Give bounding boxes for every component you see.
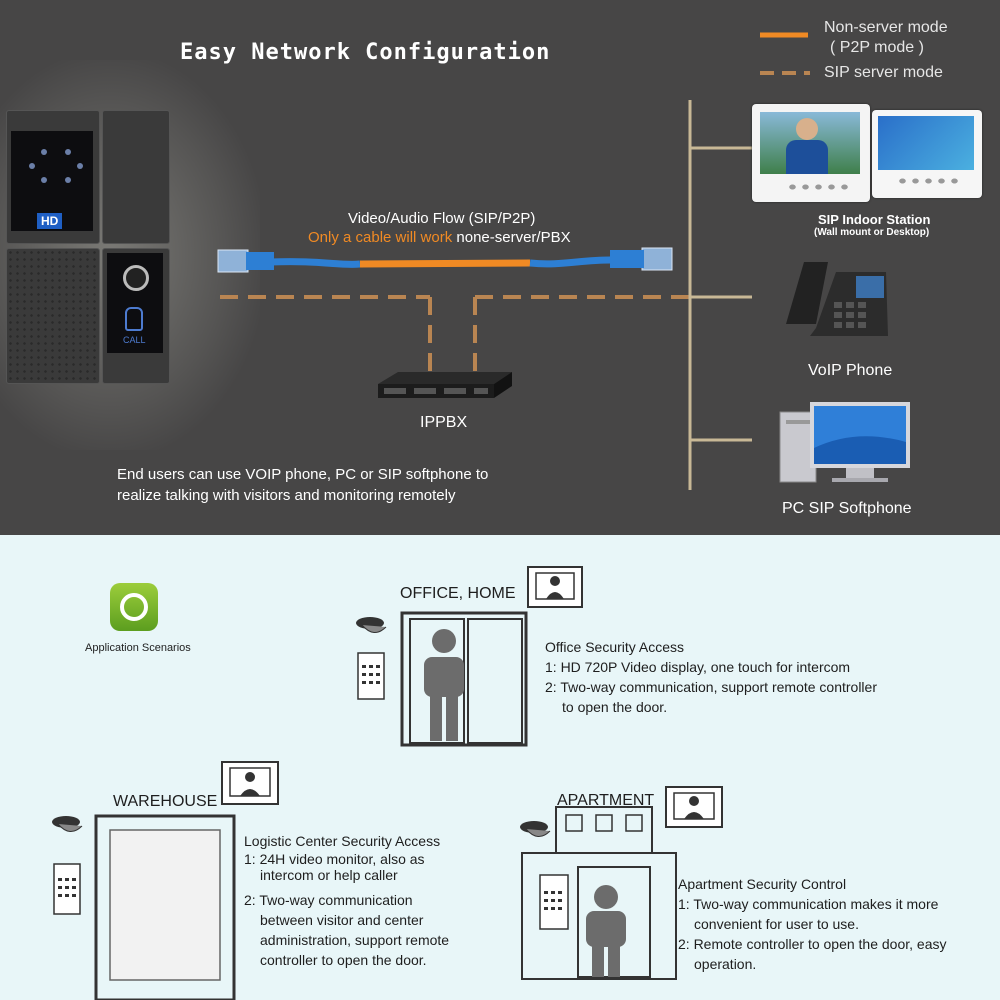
warehouse-line-6: controller to open the door. [260, 952, 427, 968]
ir-led-icon [41, 149, 47, 155]
warehouse-line-5: administration, support remote [260, 932, 450, 948]
pc-softphone [779, 402, 910, 483]
speaker-grille [6, 248, 100, 384]
flow-label: Video/Audio Flow (SIP/P2P) [348, 210, 536, 227]
office-line-1: 1: HD 720P Video display, one touch for … [545, 659, 851, 675]
apartment-scene [520, 786, 723, 980]
office-heading: Office Security Access [545, 639, 685, 655]
warehouse-heading: Logistic Center Security Access [244, 833, 441, 849]
legend-solid-line [760, 32, 808, 38]
apartment-line-3: 2: Remote controller to open the door, e… [678, 936, 947, 952]
device-camera-panel: HD [6, 110, 100, 244]
ir-led-icon [65, 149, 71, 155]
office-title: OFFICE, HOME [400, 585, 516, 602]
flow-sublabel: Only a cable will work none-server/PBX [308, 229, 571, 246]
warehouse-title: WAREHOUSE [113, 793, 218, 810]
page-title: Easy Network Configuration [180, 40, 551, 65]
app-label: Application Scenarios [85, 642, 191, 654]
flow-sublabel-orange: Only a cable will work [308, 229, 453, 246]
apartment-line-4: operation. [694, 956, 757, 972]
note-line-2: realize talking with visitors and monito… [117, 487, 456, 504]
indoor-monitor [752, 104, 870, 202]
device-top-right-panel [102, 110, 170, 244]
monitor-buttons [786, 182, 852, 192]
warehouse-line-1: 1: 24H video monitor, also as [244, 851, 425, 867]
call-label: CALL [123, 335, 146, 345]
desktop-monitor-screen [878, 116, 974, 170]
ethernet-cable [217, 247, 673, 273]
legend-dashed-label: SIP server mode [824, 64, 943, 81]
door-station-device: HD CALL [6, 110, 170, 384]
ippbx-device [378, 372, 512, 398]
ir-led-icon [41, 177, 47, 183]
apartment-heading: Apartment Security Control [678, 876, 847, 892]
endpoint-label-voip: VoIP Phone [808, 362, 893, 379]
warehouse-line-3: 2: Two-way communication [244, 892, 413, 908]
monitor-buttons [896, 176, 962, 186]
legend-dashed-line [760, 71, 810, 75]
legend-solid-sublabel: ( P2P mode ) [830, 39, 924, 56]
legend-solid-label: Non-server mode [824, 19, 948, 36]
apartment-line-1: 1: Two-way communication makes it more [678, 896, 939, 912]
flow-sublabel-white: none-server/PBX [452, 229, 571, 246]
office-scene [356, 566, 583, 747]
office-line-3: to open the door. [562, 699, 668, 715]
office-line-2: 2: Two-way communication, support remote… [545, 679, 877, 695]
indoor-monitor-desktop [872, 110, 982, 198]
apartment-title: APARTMENT [557, 792, 655, 809]
leaf-icon [120, 593, 148, 621]
call-button-panel: CALL [102, 248, 170, 384]
sip-server-lines [220, 100, 752, 490]
apartment-line-2: convenient for user to use. [694, 916, 859, 932]
hand-icon [125, 307, 143, 331]
endpoint-sublabel-indoor: (Wall mount or Desktop) [814, 227, 930, 238]
application-scenarios-icon [110, 583, 158, 631]
warehouse-scene [52, 761, 279, 1000]
ir-led-icon [29, 163, 35, 169]
application-scenarios-panel: Application Scenarios OFFICE, HOME Offic… [0, 535, 1000, 1000]
call-button-icon[interactable] [123, 265, 149, 291]
note-line-1: End users can use VOIP phone, PC or SIP … [117, 466, 489, 483]
hd-badge: HD [37, 213, 63, 229]
ir-led-icon [77, 163, 83, 169]
visitor-body-icon [786, 140, 828, 174]
endpoint-label-pc: PC SIP Softphone [782, 500, 912, 517]
network-configuration-panel: Easy Network Configuration Non-server mo… [0, 0, 1000, 535]
voip-phone [786, 262, 888, 336]
endpoint-label-indoor: SIP Indoor Station [818, 212, 931, 227]
warehouse-line-4: between visitor and center [260, 912, 424, 928]
visitor-figure-icon [796, 118, 818, 140]
ir-led-icon [65, 177, 71, 183]
warehouse-line-2: intercom or help caller [260, 867, 398, 883]
ippbx-label: IPPBX [420, 414, 468, 431]
